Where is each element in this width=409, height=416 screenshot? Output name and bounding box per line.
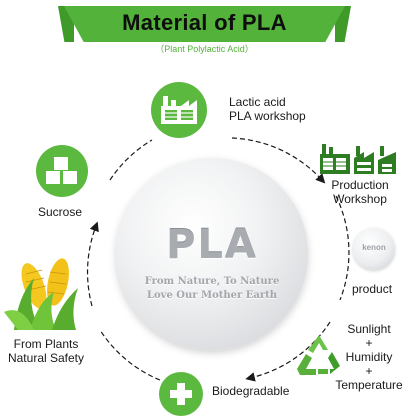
- pla-ball-slogan-2: Love Our Mother Earth: [146, 290, 278, 301]
- recycle-icon: [297, 335, 340, 375]
- pla-ball-slogan-1: From Nature, To Nature: [144, 276, 280, 287]
- arc-left: [86, 221, 99, 307]
- sugar-cubes-icon: [36, 145, 88, 197]
- pla-pellet: [353, 228, 395, 270]
- workshop-label: Lactic acid PLA workshop: [229, 95, 306, 123]
- production-label: Production Workshop: [331, 178, 389, 206]
- arc-right: [335, 195, 350, 301]
- arc-bottom-right: [245, 321, 331, 382]
- pla-ball: [116, 158, 308, 350]
- biodegradable-label: Biodegradable: [212, 384, 290, 398]
- plus-icon: [159, 372, 203, 416]
- page-subtitle: （Plant Polylactic Acid）: [155, 44, 254, 54]
- pellet-brand-text: kenon: [362, 243, 386, 252]
- sucrose-label: Sucrose: [38, 205, 83, 219]
- plants-label: From Plants Natural Safety: [7, 337, 85, 365]
- product-label: product: [352, 282, 393, 296]
- production-factory-icon: [320, 144, 396, 174]
- factory-icon: [151, 82, 207, 138]
- arc-bottom-left: [99, 329, 161, 381]
- arc-top-right: [231, 137, 326, 184]
- pla-ball-word: PLA: [166, 222, 258, 268]
- title-banner: [64, 6, 345, 42]
- corn-icon: [4, 258, 78, 330]
- arc-top-left: [109, 139, 153, 181]
- conditions-label: Sunlight + Humidity + Temperature: [335, 322, 403, 392]
- page-title: Material of PLA: [122, 10, 287, 35]
